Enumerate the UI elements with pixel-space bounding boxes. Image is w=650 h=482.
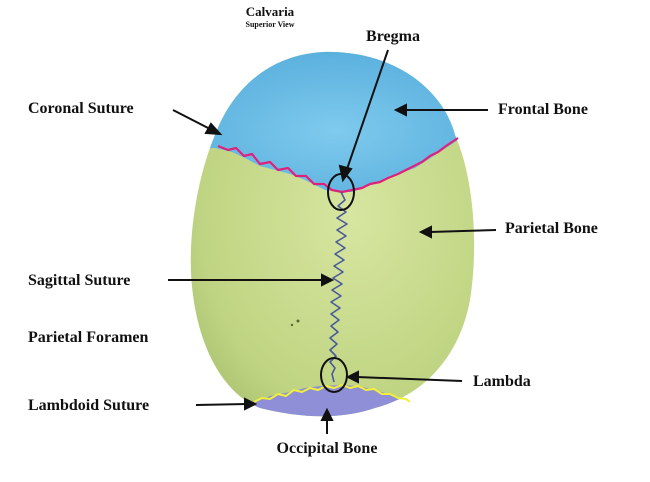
skull-regions	[190, 51, 475, 417]
lambdoid-suture-line	[253, 384, 411, 403]
label-bregma: Bregma	[366, 28, 420, 45]
arrows	[168, 49, 497, 434]
bregma-arrow	[345, 49, 389, 173]
label-sagittal-suture: Sagittal Suture	[28, 272, 130, 289]
label-frontal-bone: Frontal Bone	[498, 101, 588, 118]
parietal-foramen-dot	[296, 319, 300, 323]
label-coronal-suture: Coronal Suture	[28, 100, 134, 117]
frontal-bone-arrowhead	[393, 103, 407, 117]
lambda-circle	[320, 357, 348, 393]
label-lambda: Lambda	[473, 373, 531, 390]
lambda-arrowhead	[345, 370, 359, 384]
frontal-bone-region	[190, 51, 475, 192]
label-occipital-bone: Occipital Bone	[277, 440, 378, 457]
bregma-arrowhead	[338, 164, 353, 183]
lambdoid-suture-arrowhead	[244, 397, 258, 411]
coronal-suture-line	[217, 137, 459, 194]
lambdoid-suture-arrow	[195, 403, 248, 406]
label-parietal-foramen: Parietal Foramen	[28, 329, 149, 346]
occipital-bone-arrowhead	[320, 407, 334, 421]
parietal-foramen-dot	[290, 323, 294, 327]
parietal-bone-arrow	[429, 229, 497, 233]
sagittal-suture-line	[329, 191, 348, 383]
occipital-bone-region	[190, 385, 475, 417]
coronal-suture-arrow	[172, 109, 213, 131]
coronal-suture-arrowhead	[204, 122, 223, 136]
diagram-title: Calvaria	[246, 4, 295, 19]
sagittal-suture-arrowhead	[321, 273, 335, 287]
lambda-arrow	[356, 376, 463, 382]
diagram-subtitle: Superior View	[246, 20, 295, 29]
parietal-bone-arrowhead	[418, 225, 432, 239]
label-parietal-bone: Parietal Bone	[505, 220, 598, 237]
label-lambdoid-suture: Lambdoid Suture	[28, 397, 149, 414]
